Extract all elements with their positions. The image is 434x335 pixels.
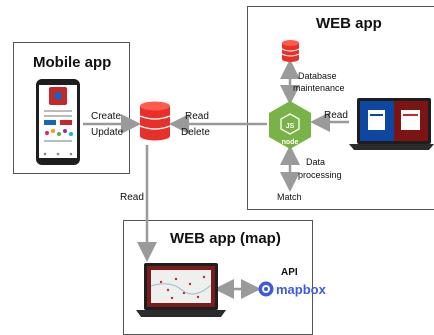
label-database-maintenance-2: maintenance bbox=[293, 83, 345, 93]
label-database-maintenance-1: Database bbox=[298, 71, 337, 81]
mapbox-icon bbox=[258, 281, 274, 297]
label-read-delete-read: Read bbox=[185, 111, 209, 122]
label-read-right: Read bbox=[324, 110, 348, 121]
svg-text:JS: JS bbox=[286, 123, 295, 130]
mapbox-wordmark: mapbox bbox=[276, 282, 326, 297]
label-update: Update bbox=[91, 127, 124, 138]
mobile-app-title: Mobile app bbox=[33, 54, 112, 71]
small-database-icon bbox=[281, 40, 300, 62]
web-app-title: WEB app bbox=[316, 15, 382, 32]
label-read-down: Read bbox=[120, 192, 144, 203]
label-create: Create bbox=[91, 111, 122, 122]
svg-text:node: node bbox=[282, 139, 299, 146]
label-match: Match bbox=[277, 192, 302, 202]
laptop-icon bbox=[349, 98, 434, 150]
label-data-processing-2: processing bbox=[298, 170, 342, 180]
label-read-delete-delete: Delete bbox=[181, 127, 210, 138]
label-api: API bbox=[281, 267, 298, 278]
laptop-map-icon bbox=[136, 263, 226, 317]
nodejs-icon: JS node bbox=[269, 101, 311, 149]
label-data-processing-1: Data bbox=[306, 157, 326, 167]
web-map-title: WEB app (map) bbox=[170, 230, 281, 247]
database-icon bbox=[139, 101, 171, 141]
phone-icon bbox=[36, 79, 80, 165]
